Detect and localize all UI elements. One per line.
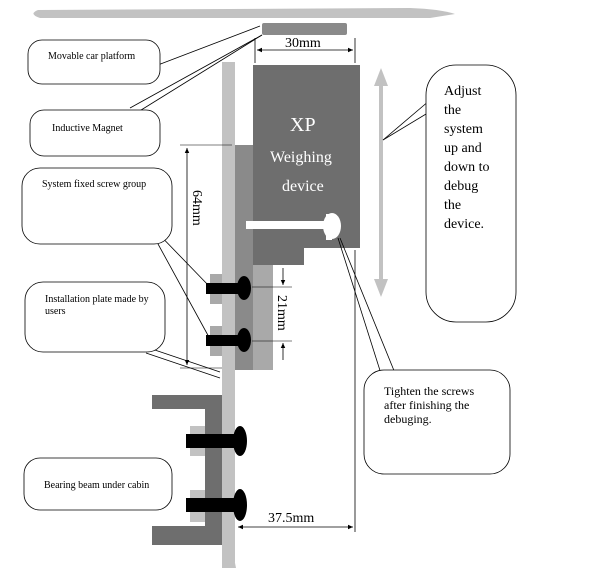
adjust-arrow-up <box>374 68 388 86</box>
device-bracket <box>235 145 253 370</box>
adjust-note-line-3: system <box>444 122 483 137</box>
label-installation-plate-2: users <box>45 306 66 317</box>
dim-label-375mm: 37.5mm <box>268 511 314 526</box>
label-tighten-1: Tighten the screws <box>384 384 475 398</box>
callout-tighten <box>363 369 511 475</box>
label-system-fixed-screw-group: System fixed screw group <box>42 179 146 190</box>
leader-plate-2 <box>145 352 221 379</box>
leader-platform <box>149 25 261 69</box>
adjust-note-line-6: debug <box>444 179 478 194</box>
bearing-beam-lower <box>152 526 222 545</box>
installation-plate <box>222 62 235 562</box>
device-label-1: XP <box>290 114 316 136</box>
device-label-2: Weighing <box>270 149 332 166</box>
label-tighten-3: debuging. <box>384 412 432 426</box>
label-inductive-magnet: Inductive Magnet <box>52 123 123 134</box>
screw-head-1 <box>237 276 251 300</box>
label-movable-car-platform: Movable car platform <box>48 51 135 62</box>
column-foot <box>222 530 236 568</box>
inductive-magnet <box>262 23 347 35</box>
callout-bearing-beam <box>23 457 173 511</box>
callout-adjust <box>425 64 517 323</box>
leader-magnet-1 <box>129 34 263 109</box>
adjust-screw-shaft <box>246 221 326 229</box>
dim-label-64mm: 64mm <box>189 190 204 226</box>
label-bearing-beam: Bearing beam under cabin <box>44 480 149 491</box>
bearing-beam <box>152 395 222 540</box>
callout-install-plate <box>24 281 166 353</box>
leader-tighten-2 <box>339 237 398 379</box>
adjust-note-line-5: down to <box>444 160 490 175</box>
car-platform <box>33 8 456 18</box>
label-tighten-2: after finishing the <box>384 398 469 412</box>
adjust-note-line-2: the <box>444 103 461 118</box>
callout-magnet <box>29 109 161 157</box>
beam-screw-shaft-1 <box>186 434 242 448</box>
leader-screw-2 <box>151 232 211 340</box>
device-bracket-lower <box>253 265 273 370</box>
screw-head-2 <box>237 328 251 352</box>
callout-platform <box>27 39 161 85</box>
adjust-note-line-1: Adjust <box>444 84 481 99</box>
adjust-note-line-7: the <box>444 198 461 213</box>
screw-shaft-2 <box>206 335 246 346</box>
dim-label-21mm: 21mm <box>274 295 289 331</box>
beam-screw-shaft-2 <box>186 498 242 512</box>
device-label-3: device <box>282 178 324 195</box>
leader-magnet-2 <box>124 34 263 121</box>
label-installation-plate-1: Installation plate made by <box>45 294 149 305</box>
beam-screw-head-1 <box>233 426 247 456</box>
callout-screw-group <box>21 167 173 245</box>
beam-screw-head-2 <box>233 489 247 521</box>
adjust-note-line-8: device. <box>444 217 484 232</box>
adjust-note-line-4: up and <box>444 141 482 156</box>
adjust-screw-bar <box>326 214 332 240</box>
adjust-arrow-down <box>374 279 388 297</box>
dim-label-30mm: 30mm <box>285 36 321 51</box>
screw-shaft-1 <box>206 283 246 294</box>
leader-tighten-1 <box>337 237 384 381</box>
